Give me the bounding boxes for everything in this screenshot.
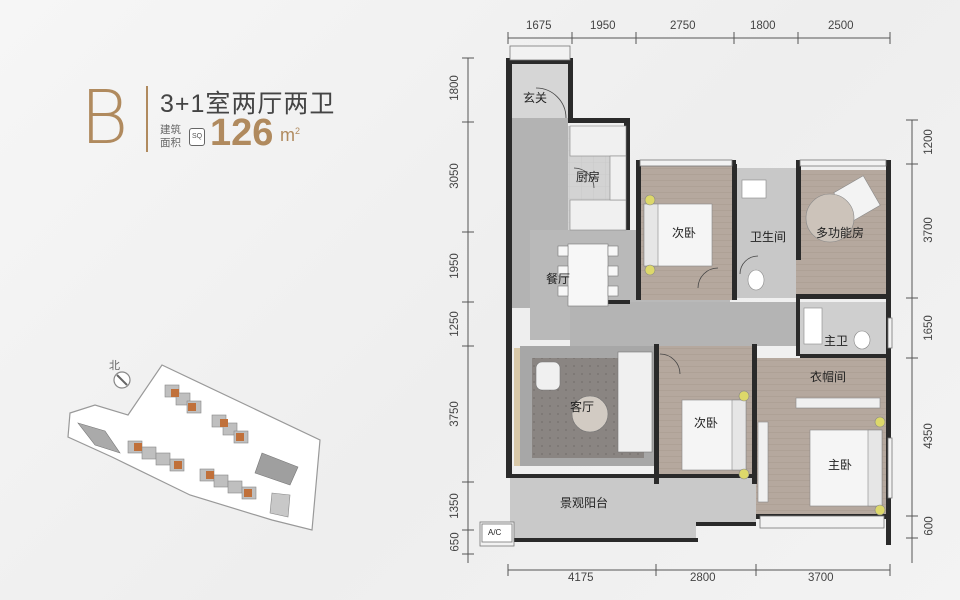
floor-plan: 1675 1950 2750 1800 2500 4175 2800 3700 … bbox=[448, 18, 950, 598]
dim-top-3: 2750 bbox=[670, 20, 696, 32]
room-dining: 餐厅 bbox=[546, 272, 571, 286]
site-plan-map bbox=[67, 364, 321, 531]
bed-bottom bbox=[681, 390, 750, 480]
building-east bbox=[254, 452, 299, 486]
dim-left-5: 3750 bbox=[448, 401, 461, 427]
area-unit: m2 bbox=[280, 125, 300, 146]
bathroom-fixtures bbox=[741, 179, 871, 350]
tv-cabinet bbox=[514, 348, 520, 466]
area-unit-text: m bbox=[280, 125, 295, 145]
room-master: 主卧 bbox=[828, 458, 853, 472]
room-bedroom-bottom: 次卧 bbox=[694, 416, 719, 430]
area-label: 建筑面积 bbox=[160, 124, 181, 149]
floor-plan-drawing bbox=[462, 32, 918, 576]
door-swings bbox=[535, 87, 759, 375]
building-block-d-highlight bbox=[206, 471, 252, 497]
room-multi: 多功能房 bbox=[816, 226, 865, 240]
layout-title: 3+1室两厅两卫 bbox=[160, 90, 336, 118]
cloak-floor bbox=[756, 358, 886, 422]
sofa-living bbox=[535, 351, 653, 453]
dim-top-2: 1950 bbox=[590, 20, 616, 32]
room-foyer: 玄关 bbox=[523, 91, 548, 105]
dim-left-4: 1250 bbox=[448, 311, 461, 337]
dim-top-1: 1675 bbox=[526, 20, 552, 32]
wardrobe bbox=[757, 397, 881, 503]
room-living: 客厅 bbox=[570, 400, 595, 414]
dim-bottom-3: 3700 bbox=[808, 572, 834, 584]
dim-right-5: 600 bbox=[923, 516, 936, 536]
multi-room-desk bbox=[805, 175, 881, 243]
dim-top-4: 1800 bbox=[750, 20, 776, 32]
room-kitchen: 厨房 bbox=[576, 170, 601, 184]
room-balcony: 景观阳台 bbox=[560, 496, 609, 510]
dim-right-1: 1200 bbox=[922, 129, 935, 155]
building-block-a-highlight bbox=[171, 389, 196, 411]
building-south bbox=[269, 492, 291, 518]
building-block-c-highlight bbox=[134, 443, 182, 469]
dim-right-2: 3700 bbox=[922, 217, 935, 243]
foyer-floor bbox=[510, 60, 572, 120]
site-boundary bbox=[67, 364, 321, 531]
north-label: 北 bbox=[109, 360, 120, 372]
hall-floor bbox=[570, 302, 800, 346]
room-bedroom-top: 次卧 bbox=[672, 226, 697, 240]
dim-top-5: 2500 bbox=[828, 20, 854, 32]
area-badge-icon: SQ bbox=[189, 128, 205, 146]
dim-left-2: 3050 bbox=[448, 163, 461, 189]
building-west bbox=[77, 422, 121, 454]
area-value: 126 bbox=[210, 112, 274, 154]
unit-type-letter: B bbox=[80, 75, 129, 161]
dim-left-1: 1800 bbox=[448, 75, 461, 101]
dim-left-6: 1350 bbox=[448, 493, 461, 519]
compass-icon bbox=[113, 371, 131, 389]
dim-bottom-1: 4175 bbox=[568, 572, 594, 584]
balcony-floor bbox=[510, 476, 756, 538]
dimension-lines bbox=[462, 32, 918, 576]
bed-top bbox=[643, 194, 713, 276]
dim-bottom-2: 2800 bbox=[690, 572, 716, 584]
dim-right-3: 1650 bbox=[922, 315, 935, 341]
header-divider bbox=[146, 86, 148, 152]
room-cloakroom: 衣帽间 bbox=[810, 370, 847, 384]
dining-table-set bbox=[557, 243, 619, 307]
building-block-b-highlight bbox=[220, 419, 244, 441]
area-unit-sup: 2 bbox=[295, 126, 301, 136]
room-bathroom: 卫生间 bbox=[750, 230, 787, 244]
room-master-bath: 主卫 bbox=[824, 334, 849, 348]
dim-right-4: 4350 bbox=[922, 423, 935, 449]
dim-left-7: 650 bbox=[449, 532, 462, 552]
kitchen-counter bbox=[569, 125, 627, 231]
balcony-ac bbox=[481, 523, 513, 543]
ac-label: A/C bbox=[488, 528, 502, 537]
dim-left-3: 1950 bbox=[448, 253, 461, 279]
windows bbox=[479, 45, 893, 547]
bed-master bbox=[809, 416, 886, 516]
